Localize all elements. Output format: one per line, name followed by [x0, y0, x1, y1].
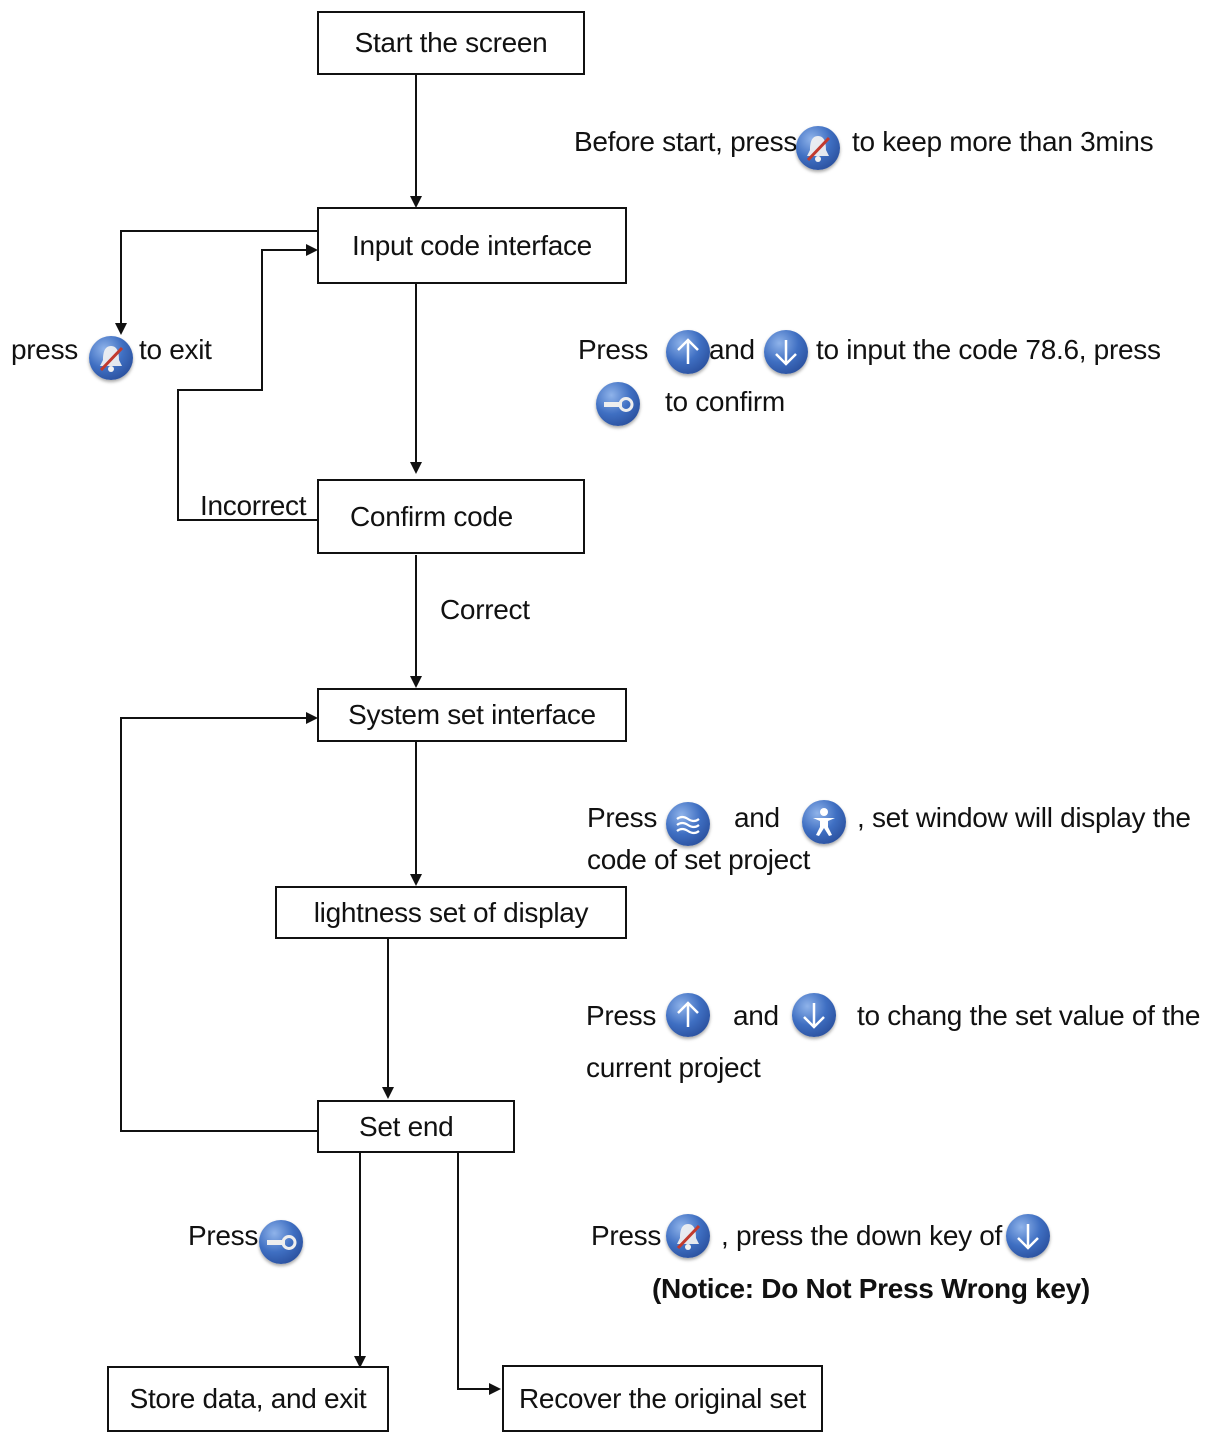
box-lightness-label: lightness set of display [313, 896, 589, 928]
box-store-data: Store data, and exit [107, 1366, 389, 1432]
up-arrow-icon [666, 330, 710, 374]
value-change-text: to chang the set value of the [857, 1000, 1201, 1031]
arrow-input-to-exit [115, 230, 318, 335]
down-arrow-icon [764, 330, 808, 374]
code-and-text: and [709, 334, 755, 365]
project-and-text: and [734, 802, 780, 833]
store-press-text: Press [188, 1220, 259, 1251]
code-input-text: to input the code 78.6, press [816, 334, 1161, 365]
press-exit-text: press [11, 334, 78, 365]
box-input-code: Input code interface [317, 207, 627, 284]
key-icon [259, 1220, 303, 1264]
code-press-text: Press [578, 334, 649, 365]
arrow-setend-loop [120, 712, 318, 1132]
box-system-label: System set interface [348, 699, 596, 730]
down-arrow-icon [792, 993, 836, 1037]
project-display-text: , set window will display the [857, 802, 1191, 833]
box-setend-label: Set end [359, 1110, 454, 1142]
arrow-incorrect-loop [177, 244, 318, 521]
box-set-end: Set end [317, 1100, 515, 1153]
project-code-text: code of set project [587, 844, 811, 875]
box-input-label: Input code interface [352, 229, 592, 261]
recover-down-text: , press the down key of [721, 1220, 1003, 1251]
recover-press-text: Press [591, 1220, 662, 1251]
code-confirm-text: to confirm [665, 386, 785, 417]
box-system-set: System set interface [317, 688, 627, 742]
box-lightness-set: lightness set of display [275, 886, 627, 939]
incorrect-label: Incorrect [200, 490, 307, 521]
box-confirm-code: Confirm code [317, 479, 585, 554]
up-arrow-icon [666, 993, 710, 1037]
notice-text: (Notice: Do Not Press Wrong key) [652, 1273, 1090, 1304]
person-icon [802, 800, 846, 844]
box-start-label: Start the screen [354, 27, 548, 58]
box-recover-label: Recover the original set [519, 1382, 806, 1414]
before-start-text-2: to keep more than 3mins [852, 126, 1154, 157]
bell-icon [89, 336, 133, 380]
correct-label: Correct [440, 594, 530, 625]
value-press-text: Press [586, 1000, 657, 1031]
box-store-label: Store data, and exit [129, 1383, 367, 1414]
arrow-setend-to-recover [457, 1152, 501, 1395]
box-start-screen: Start the screen [317, 11, 585, 75]
project-press-text: Press [587, 802, 658, 833]
box-recover-set: Recover the original set [502, 1365, 823, 1432]
bell-icon [666, 1214, 710, 1258]
box-confirm-label: Confirm code [350, 500, 513, 532]
waves-icon [666, 802, 710, 846]
key-icon [596, 382, 640, 426]
bell-icon [796, 126, 840, 170]
down-arrow-icon [1006, 1214, 1050, 1258]
before-start-text: Before start, press [574, 126, 798, 157]
value-current-text: current project [586, 1052, 761, 1083]
value-and-text: and [733, 1000, 779, 1031]
press-exit-text-2: to exit [139, 334, 212, 365]
